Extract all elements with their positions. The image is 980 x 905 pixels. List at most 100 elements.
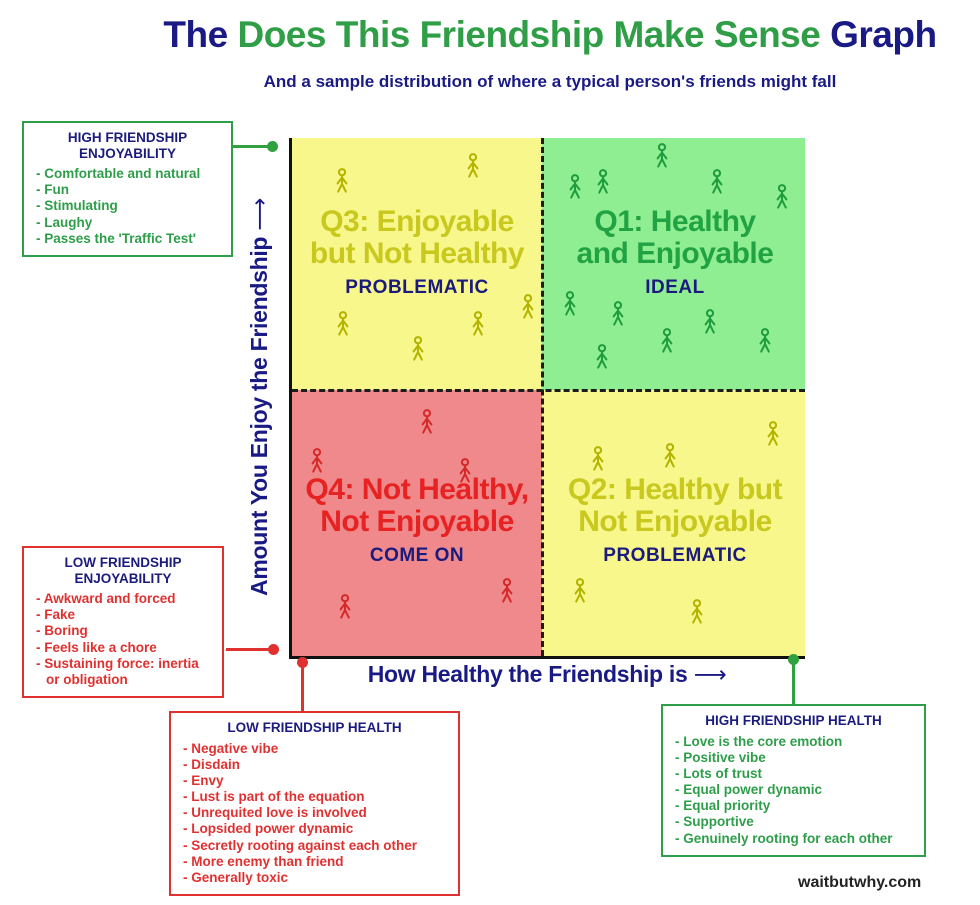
stick-figure-q4 xyxy=(309,448,325,474)
callout-item: - Unrequited love is involved xyxy=(183,805,367,821)
callout-item: - Equal power dynamic xyxy=(675,782,823,798)
stick-figure-q3 xyxy=(335,311,351,337)
stick-figure-q1 xyxy=(757,328,773,354)
quadrant-label-q4: Q4: Not Healthy, Not Enjoyable COME ON xyxy=(292,474,542,567)
callout-title: HIGH FRIENDSHIP ENJOYABILITY xyxy=(67,130,188,161)
plot-area: Q3: Enjoyable but Not Healthy PROBLEMATI… xyxy=(289,138,805,659)
callout-item: - More enemy than friend xyxy=(183,853,344,869)
callout-list: - Comfortable and natural- Fun- Stimulat… xyxy=(33,166,222,247)
quadrant-title-q4: Q4: Not Healthy, Not Enjoyable xyxy=(305,473,529,538)
stick-figure-q1 xyxy=(594,344,610,370)
connector-line-high-health xyxy=(792,663,795,705)
quadrant-grid xyxy=(292,138,805,656)
callout-item: - Secretly rooting against each other xyxy=(183,837,418,853)
callout-item: - Awkward and forced xyxy=(36,591,176,607)
watermark: waitbutwhy.com xyxy=(798,874,922,891)
anchor-dot-top-left xyxy=(267,141,278,152)
stick-figure-q1 xyxy=(567,174,583,200)
quadrant-q1 xyxy=(542,138,805,390)
callout-item: - Genuinely rooting for each other xyxy=(675,830,893,846)
x-axis-arrow-icon: ⟶ xyxy=(693,661,727,687)
callout-high-friendship-enjoyability: HIGH FRIENDSHIP ENJOYABILITY - Comfortab… xyxy=(22,121,233,257)
quadrant-label-q3: Q3: Enjoyable but Not Healthy PROBLEMATI… xyxy=(292,206,542,299)
quadrant-verdict-q2: PROBLEMATIC xyxy=(603,544,747,566)
callout-high-friendship-health: HIGH FRIENDSHIP HEALTH - Love is the cor… xyxy=(661,704,926,857)
subtitle: And a sample distribution of where a typ… xyxy=(263,72,837,91)
quadrant-label-q1: Q1: Healthy and Enjoyable IDEAL xyxy=(545,206,805,299)
callout-item: - Boring xyxy=(36,623,88,639)
callout-item: - Lopsided power dynamic xyxy=(183,821,354,837)
stick-figure-q1 xyxy=(562,291,578,317)
y-axis-text: Amount You Enjoy the Friendship xyxy=(246,236,272,596)
page-title: The Does This Friendship Make Sense Grap… xyxy=(60,14,980,56)
callout-item: - Supportive xyxy=(675,814,754,830)
stick-figure-q4 xyxy=(337,594,353,620)
quadrant-q4 xyxy=(292,390,542,656)
callout-item: - Equal priority xyxy=(675,798,771,814)
stick-figure-q2 xyxy=(590,446,606,472)
callout-low-friendship-enjoyability: LOW FRIENDSHIP ENJOYABILITY - Awkward an… xyxy=(22,546,224,699)
callout-list: - Negative vibe- Disdain- Envy- Lust is … xyxy=(180,741,449,887)
quadrant-verdict-q1: IDEAL xyxy=(645,276,705,298)
quadrant-label-q2: Q2: Healthy but Not Enjoyable PROBLEMATI… xyxy=(545,474,805,567)
callout-item: - Negative vibe xyxy=(183,740,279,756)
stick-figure-q1 xyxy=(709,169,725,195)
quadrant-verdict-q3: PROBLEMATIC xyxy=(345,276,489,298)
anchor-dot-x-axis-low xyxy=(297,657,308,668)
stick-figure-q1 xyxy=(610,301,626,327)
y-axis-label: Amount You Enjoy the Friendship ⟶ xyxy=(246,138,288,656)
stick-figure-q4 xyxy=(419,409,435,435)
x-axis-text: How Healthy the Friendship is xyxy=(367,661,688,687)
callout-title: HIGH FRIENDSHIP HEALTH xyxy=(705,713,882,728)
callout-item: - Feels like a chore xyxy=(36,639,157,655)
callout-list: - Awkward and forced- Fake- Boring- Feel… xyxy=(33,591,213,688)
callout-item: - Love is the core emotion xyxy=(675,733,843,749)
quadrant-title-q1: Q1: Healthy and Enjoyable xyxy=(576,205,774,270)
stick-figure-q1 xyxy=(774,184,790,210)
stick-figure-q3 xyxy=(410,336,426,362)
connector-line-low-health xyxy=(301,666,304,712)
quadrant-title-q2: Q2: Healthy but Not Enjoyable xyxy=(567,473,783,538)
stick-figure-q2 xyxy=(662,443,678,469)
callout-item: - Passes the 'Traffic Test' xyxy=(36,230,196,246)
stick-figure-q4 xyxy=(457,458,473,484)
title-part-the: The xyxy=(163,14,238,55)
stick-figure-q1 xyxy=(702,309,718,335)
stick-figure-q2 xyxy=(765,421,781,447)
title-part-middle: Does This Friendship Make Sense xyxy=(237,14,821,55)
callout-item: - Disdain xyxy=(183,756,241,772)
stick-figure-q3 xyxy=(520,294,536,320)
anchor-dot-bottom-left xyxy=(268,644,279,655)
stick-figure-q3 xyxy=(465,153,481,179)
connector-line-low-enjoyability xyxy=(226,648,273,651)
stick-figure-q2 xyxy=(689,599,705,625)
callout-list: - Love is the core emotion- Positive vib… xyxy=(672,734,915,847)
stick-figure-q1 xyxy=(654,143,670,169)
callout-item: - Generally toxic xyxy=(183,870,289,886)
horizontal-dashed-divider xyxy=(292,389,805,392)
quadrant-title-q3: Q3: Enjoyable but Not Healthy xyxy=(309,205,525,270)
anchor-dot-x-axis-high xyxy=(788,654,799,665)
quadrant-verdict-q4: COME ON xyxy=(369,544,465,566)
vertical-dashed-divider xyxy=(541,138,544,656)
x-axis-label: How Healthy the Friendship is ⟶ xyxy=(289,661,805,688)
y-axis-arrow-icon: ⟶ xyxy=(246,198,272,231)
title-part-graph: Graph xyxy=(820,14,937,55)
callout-title: LOW FRIENDSHIP HEALTH xyxy=(227,720,402,735)
stick-figure-q1 xyxy=(659,328,675,354)
callout-item: - Sustaining force: inertia or obligatio… xyxy=(36,655,199,687)
stick-figure-q4 xyxy=(499,578,515,604)
callout-item: - Positive vibe xyxy=(675,749,766,765)
callout-item: - Envy xyxy=(183,772,224,788)
callout-title: LOW FRIENDSHIP ENJOYABILITY xyxy=(64,555,182,586)
callout-item: - Fun xyxy=(36,182,69,198)
callout-item: - Comfortable and natural xyxy=(36,166,201,182)
callout-item: - Laughy xyxy=(36,214,93,230)
quadrant-q2 xyxy=(542,390,805,656)
callout-item: - Stimulating xyxy=(36,198,118,214)
callout-low-friendship-health: LOW FRIENDSHIP HEALTH - Negative vibe- D… xyxy=(169,711,460,897)
connector-line-high-enjoyability xyxy=(231,145,273,148)
callout-item: - Fake xyxy=(36,607,76,623)
stick-figure-q3 xyxy=(334,168,350,194)
